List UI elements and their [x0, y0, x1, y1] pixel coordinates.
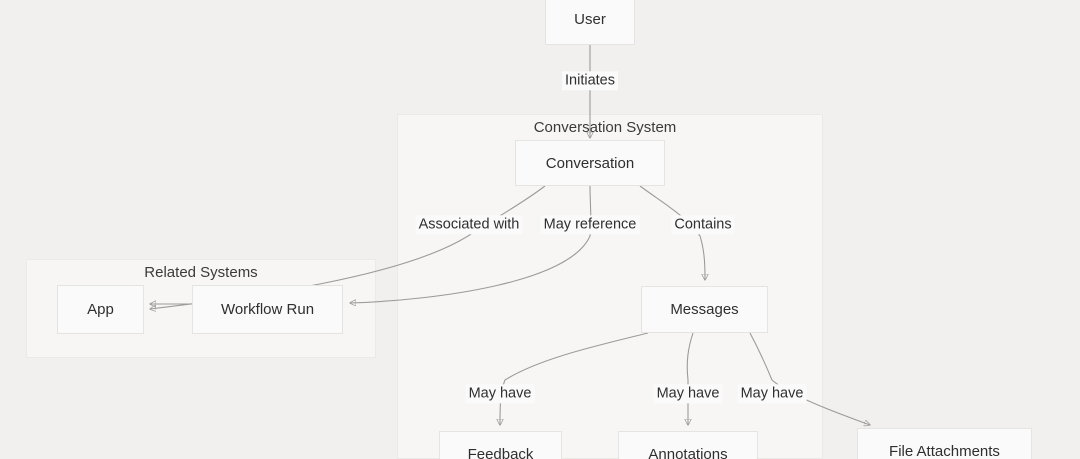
node-app-label: App	[87, 301, 114, 318]
edge-conversation-messages	[639, 185, 705, 280]
edge-label-may-have-file-attachments: May have	[737, 384, 807, 404]
node-app[interactable]: App	[57, 285, 144, 334]
node-feedback-label: Feedback	[467, 446, 534, 459]
edge-label-initiates: Initiates	[562, 71, 618, 91]
edge-label-associated-with: Associated with	[415, 215, 523, 235]
node-file-attachments-label: File Attachments	[889, 443, 1000, 459]
node-user-label: User	[574, 11, 606, 28]
node-conversation-label: Conversation	[545, 154, 635, 172]
edge-label-may-have-feedback: May have	[465, 384, 535, 404]
node-user[interactable]: User	[545, 0, 635, 45]
node-workflow-run-label: Workflow Run	[220, 301, 315, 318]
node-messages-label: Messages	[670, 301, 739, 318]
subgraph-related-systems-title: Related Systems	[144, 264, 258, 281]
node-file-attachments[interactable]: File Attachments	[857, 428, 1032, 459]
node-annotations-label: Annotations	[648, 446, 728, 459]
edge-label-may-reference: May reference	[540, 215, 640, 235]
node-feedback[interactable]: Feedback	[439, 431, 562, 459]
edge-messages-annotations	[687, 332, 694, 425]
edge-messages-fileattachments	[749, 332, 870, 425]
subgraph-conversation-system-title: Conversation System	[533, 119, 677, 136]
node-messages[interactable]: Messages	[641, 286, 768, 333]
node-conversation[interactable]: Conversation	[515, 140, 665, 186]
node-workflow-run[interactable]: Workflow Run	[192, 285, 343, 334]
edge-label-may-have-annotations: May have	[653, 384, 723, 404]
edge-label-contains: Contains	[671, 215, 735, 235]
node-annotations[interactable]: Annotations	[618, 431, 758, 459]
edge-messages-feedback	[500, 332, 649, 425]
edge-conversation-workflowrun	[350, 185, 592, 303]
